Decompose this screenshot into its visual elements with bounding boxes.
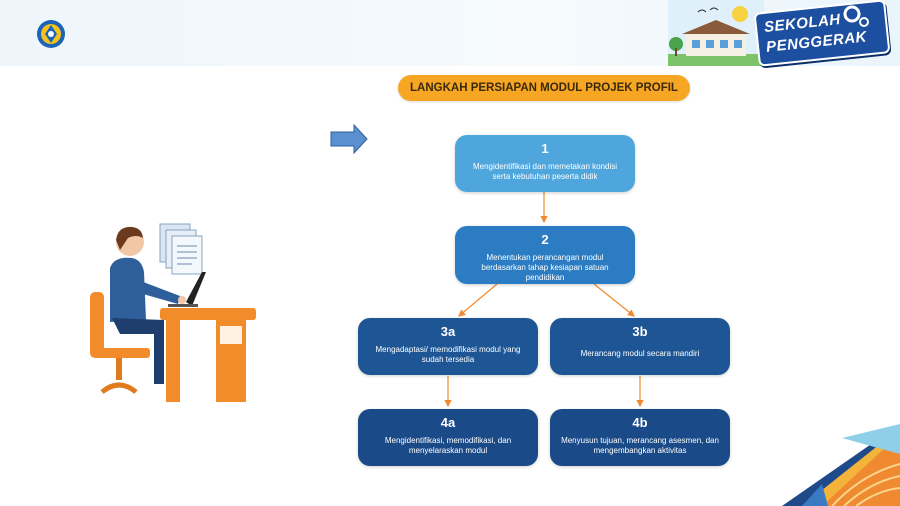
step-number: 3a [440, 324, 456, 339]
step-text: Menyusun tujuan, merancang asesmen, dan … [561, 436, 719, 455]
sekolah-penggerak-brand: SEKOLAH PENGGERAK [668, 0, 900, 67]
step-number: 3b [632, 324, 648, 339]
right-arrow-icon [330, 124, 368, 154]
diagram-title: LANGKAH PERSIAPAN MODUL PROJEK PROFIL [398, 75, 690, 101]
step-4b-node: 4b Menyusun tujuan, merancang asesmen, d… [550, 409, 730, 466]
step-number: 4a [440, 415, 456, 430]
step-number: 1 [541, 141, 549, 156]
step-4a-node: 4a Mengidentifikasi, memodifikasi, dan m… [358, 409, 538, 466]
step-2-node: 2 Menentukan perancangan modul berdasark… [455, 226, 635, 284]
step-text: Mengadaptasi/ memodifikasi modul yang su… [375, 345, 521, 364]
header-bar: SEKOLAH PENGGERAK [0, 0, 900, 67]
gear-icon [843, 5, 869, 27]
step-text: Mengidentifikasi, memodifikasi, dan meny… [384, 436, 512, 455]
school-building-icon [668, 0, 764, 66]
connector-2-3b [593, 283, 635, 317]
step-text: Merancang modul secara mandiri [580, 349, 700, 358]
documents-icon [159, 223, 203, 275]
step-3a-node: 3a Mengadaptasi/ memodifikasi modul yang… [358, 318, 538, 375]
step-3b-node: 3b Merancang modul secara mandiri [550, 318, 730, 375]
step-number: 4b [632, 415, 648, 430]
tut-wuri-handayani-emblem-icon [37, 20, 65, 48]
decorative-corner-pattern [782, 424, 900, 506]
person-at-desk-with-laptop-icon [90, 223, 256, 402]
step-number: 2 [541, 232, 549, 247]
step-text: Menentukan perancangan modul berdasarkan… [481, 253, 609, 282]
step-1-node: 1 Mengidentifikasi dan memetakan kondisi… [455, 135, 635, 192]
connector-2-3a [458, 283, 498, 317]
step-text: Mengidentifikasi dan memetakan kondisi s… [472, 162, 618, 181]
